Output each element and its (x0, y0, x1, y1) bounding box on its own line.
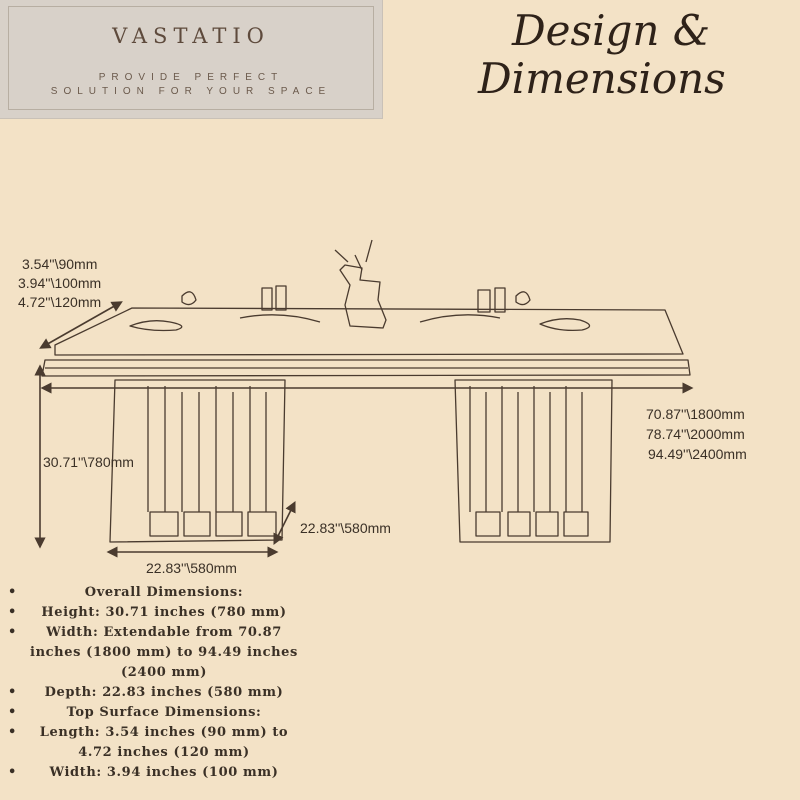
left-table-base (109, 379, 286, 543)
length-label-2000: 78.74''\2000mm (646, 426, 745, 442)
brand-name: VASTATIO (112, 24, 270, 48)
height-label: 30.71''\780mm (43, 454, 134, 470)
list-item: Depth: 22.83 inches (580 mm) (0, 683, 310, 703)
brand-frame (8, 6, 374, 110)
list-item: Width: Extendable from 70.87 inches (180… (0, 623, 310, 683)
thickness-label-90: 3.54''\90mm (22, 256, 98, 272)
base-depth-arrow (273, 500, 296, 546)
thickness-label-120: 4.72''\120mm (18, 294, 102, 310)
base-depth-label: 22.83''\580mm (300, 520, 391, 536)
list-item: Overall Dimensions: (0, 583, 310, 603)
brand-box: VASTATIO PROVIDE PERFECT SOLUTION FOR YO… (0, 0, 383, 119)
length-label-1800: 70.87''\1800mm (646, 406, 745, 422)
brand-tagline-1: PROVIDE PERFECT (98, 72, 284, 83)
tabletop-decor (129, 239, 591, 332)
table-top (41, 307, 691, 377)
thickness-label-100: 3.94''\100mm (18, 275, 102, 291)
page-title-line-2: Dimensions (478, 54, 726, 103)
list-item: Top Surface Dimensions: (0, 703, 310, 723)
list-item: Height: 30.71 inches (780 mm) (0, 603, 310, 623)
list-item: Width: 3.94 inches (100 mm) (0, 763, 310, 783)
brand-tagline-2: SOLUTION FOR YOUR SPACE (50, 86, 332, 97)
thickness-arrow (39, 301, 123, 349)
base-width-label: 22.83''\580mm (146, 560, 237, 576)
list-item: Length: 3.54 inches (90 mm) to 4.72 inch… (0, 723, 310, 763)
right-table-base (454, 379, 613, 543)
length-label-2400: 94.49''\2400mm (648, 446, 747, 462)
dimensions-list: Overall Dimensions: Height: 30.71 inches… (0, 583, 310, 783)
page-title-line-1: Design & (512, 6, 711, 55)
